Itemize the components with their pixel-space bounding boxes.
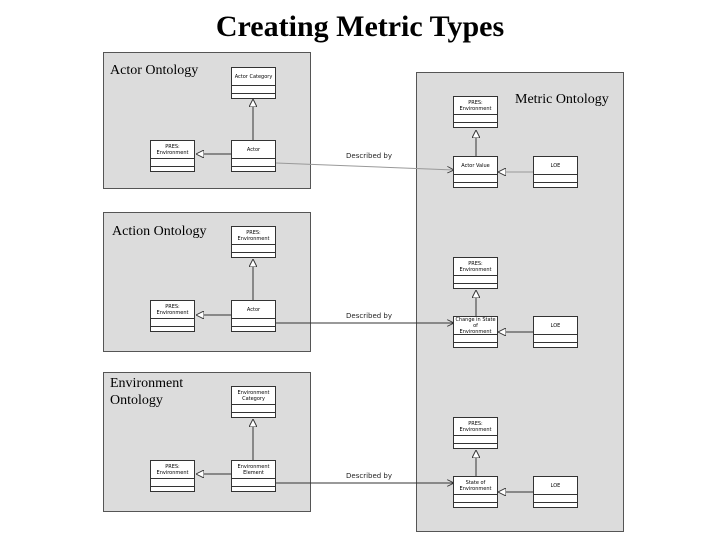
class-operations bbox=[232, 253, 275, 260]
class-operations bbox=[454, 284, 497, 291]
uml-class-loe-3: LOE bbox=[533, 476, 578, 508]
class-name: PRES: Environment bbox=[151, 301, 194, 319]
uml-class-action-pres-environment: PRES: Environment bbox=[150, 300, 195, 332]
class-attributes bbox=[454, 115, 497, 123]
class-operations bbox=[454, 123, 497, 130]
class-attributes bbox=[454, 335, 497, 343]
class-name: Environment Element bbox=[232, 461, 275, 479]
class-name: PRES: Environment bbox=[151, 141, 194, 159]
metric-ontology-panel bbox=[416, 72, 624, 532]
uml-class-loe-1: LOE bbox=[533, 156, 578, 188]
environment-ontology-label: Environment Ontology bbox=[110, 376, 184, 408]
described-by-label-3: Described by bbox=[346, 472, 392, 480]
uml-class-actor-pres-environment: PRES: Environment bbox=[150, 140, 195, 172]
class-name: PRES: Environment bbox=[454, 258, 497, 276]
class-operations bbox=[232, 167, 275, 174]
class-name: Actor Category bbox=[232, 68, 275, 86]
class-operations bbox=[232, 94, 275, 101]
uml-class-actor-value: Actor Value bbox=[453, 156, 498, 188]
class-operations bbox=[534, 343, 577, 350]
environment-ontology-panel bbox=[103, 372, 311, 512]
class-attributes bbox=[232, 479, 275, 487]
uml-class-actor-category: Actor Category bbox=[231, 67, 276, 99]
class-operations bbox=[232, 487, 275, 494]
class-attributes bbox=[534, 335, 577, 343]
class-attributes bbox=[454, 436, 497, 444]
class-attributes bbox=[232, 159, 275, 167]
class-attributes bbox=[232, 405, 275, 413]
class-attributes bbox=[454, 175, 497, 183]
class-operations bbox=[454, 444, 497, 451]
class-name: LOE bbox=[534, 317, 577, 335]
uml-class-metric-pres-2: PRES: Environment bbox=[453, 257, 498, 289]
metric-ontology-label: Metric Ontology bbox=[515, 92, 609, 107]
class-attributes bbox=[151, 479, 194, 487]
class-name: PRES: Environment bbox=[151, 461, 194, 479]
described-by-label-2: Described by bbox=[346, 312, 392, 320]
class-operations bbox=[454, 503, 497, 510]
class-name: Actor Value bbox=[454, 157, 497, 175]
class-operations bbox=[151, 167, 194, 174]
class-operations bbox=[232, 413, 275, 420]
class-operations bbox=[534, 183, 577, 190]
class-operations bbox=[151, 487, 194, 494]
uml-class-action-pres-top: PRES: Environment bbox=[231, 226, 276, 258]
uml-class-change-in-state: Change in State of Environment bbox=[453, 316, 498, 348]
class-operations bbox=[534, 503, 577, 510]
uml-class-environment-element: Environment Element bbox=[231, 460, 276, 492]
class-operations bbox=[454, 343, 497, 350]
class-attributes bbox=[232, 245, 275, 253]
class-operations bbox=[151, 327, 194, 334]
class-attributes bbox=[454, 495, 497, 503]
class-name: Actor bbox=[232, 301, 275, 319]
actor-ontology-panel bbox=[103, 52, 311, 189]
class-attributes bbox=[232, 319, 275, 327]
uml-class-env-pres-environment: PRES: Environment bbox=[150, 460, 195, 492]
class-name: PRES: Environment bbox=[454, 97, 497, 115]
class-operations bbox=[232, 327, 275, 334]
class-name: LOE bbox=[534, 157, 577, 175]
class-attributes bbox=[454, 276, 497, 284]
uml-class-metric-pres-3: PRES: Environment bbox=[453, 417, 498, 449]
uml-class-environment-category: Environment Category bbox=[231, 386, 276, 418]
class-attributes bbox=[534, 495, 577, 503]
uml-class-actor: Actor bbox=[231, 140, 276, 172]
uml-class-loe-2: LOE bbox=[533, 316, 578, 348]
class-attributes bbox=[534, 175, 577, 183]
described-by-label-1: Described by bbox=[346, 152, 392, 160]
class-name: Environment Category bbox=[232, 387, 275, 405]
class-attributes bbox=[151, 159, 194, 167]
class-name: State of Environment bbox=[454, 477, 497, 495]
page-title: Creating Metric Types bbox=[215, 10, 505, 43]
uml-class-action-actor: Actor bbox=[231, 300, 276, 332]
uml-class-metric-pres-1: PRES: Environment bbox=[453, 96, 498, 128]
class-operations bbox=[454, 183, 497, 190]
class-name: PRES: Environment bbox=[232, 227, 275, 245]
class-name: Actor bbox=[232, 141, 275, 159]
uml-class-state-of-environment: State of Environment bbox=[453, 476, 498, 508]
class-name: PRES: Environment bbox=[454, 418, 497, 436]
action-ontology-label: Action Ontology bbox=[112, 224, 207, 239]
action-ontology-panel bbox=[103, 212, 311, 352]
actor-ontology-label: Actor Ontology bbox=[110, 63, 199, 78]
class-name: LOE bbox=[534, 477, 577, 495]
described-by-link-1 bbox=[275, 162, 454, 170]
class-name: Change in State of Environment bbox=[454, 317, 497, 335]
class-attributes bbox=[232, 86, 275, 94]
class-attributes bbox=[151, 319, 194, 327]
